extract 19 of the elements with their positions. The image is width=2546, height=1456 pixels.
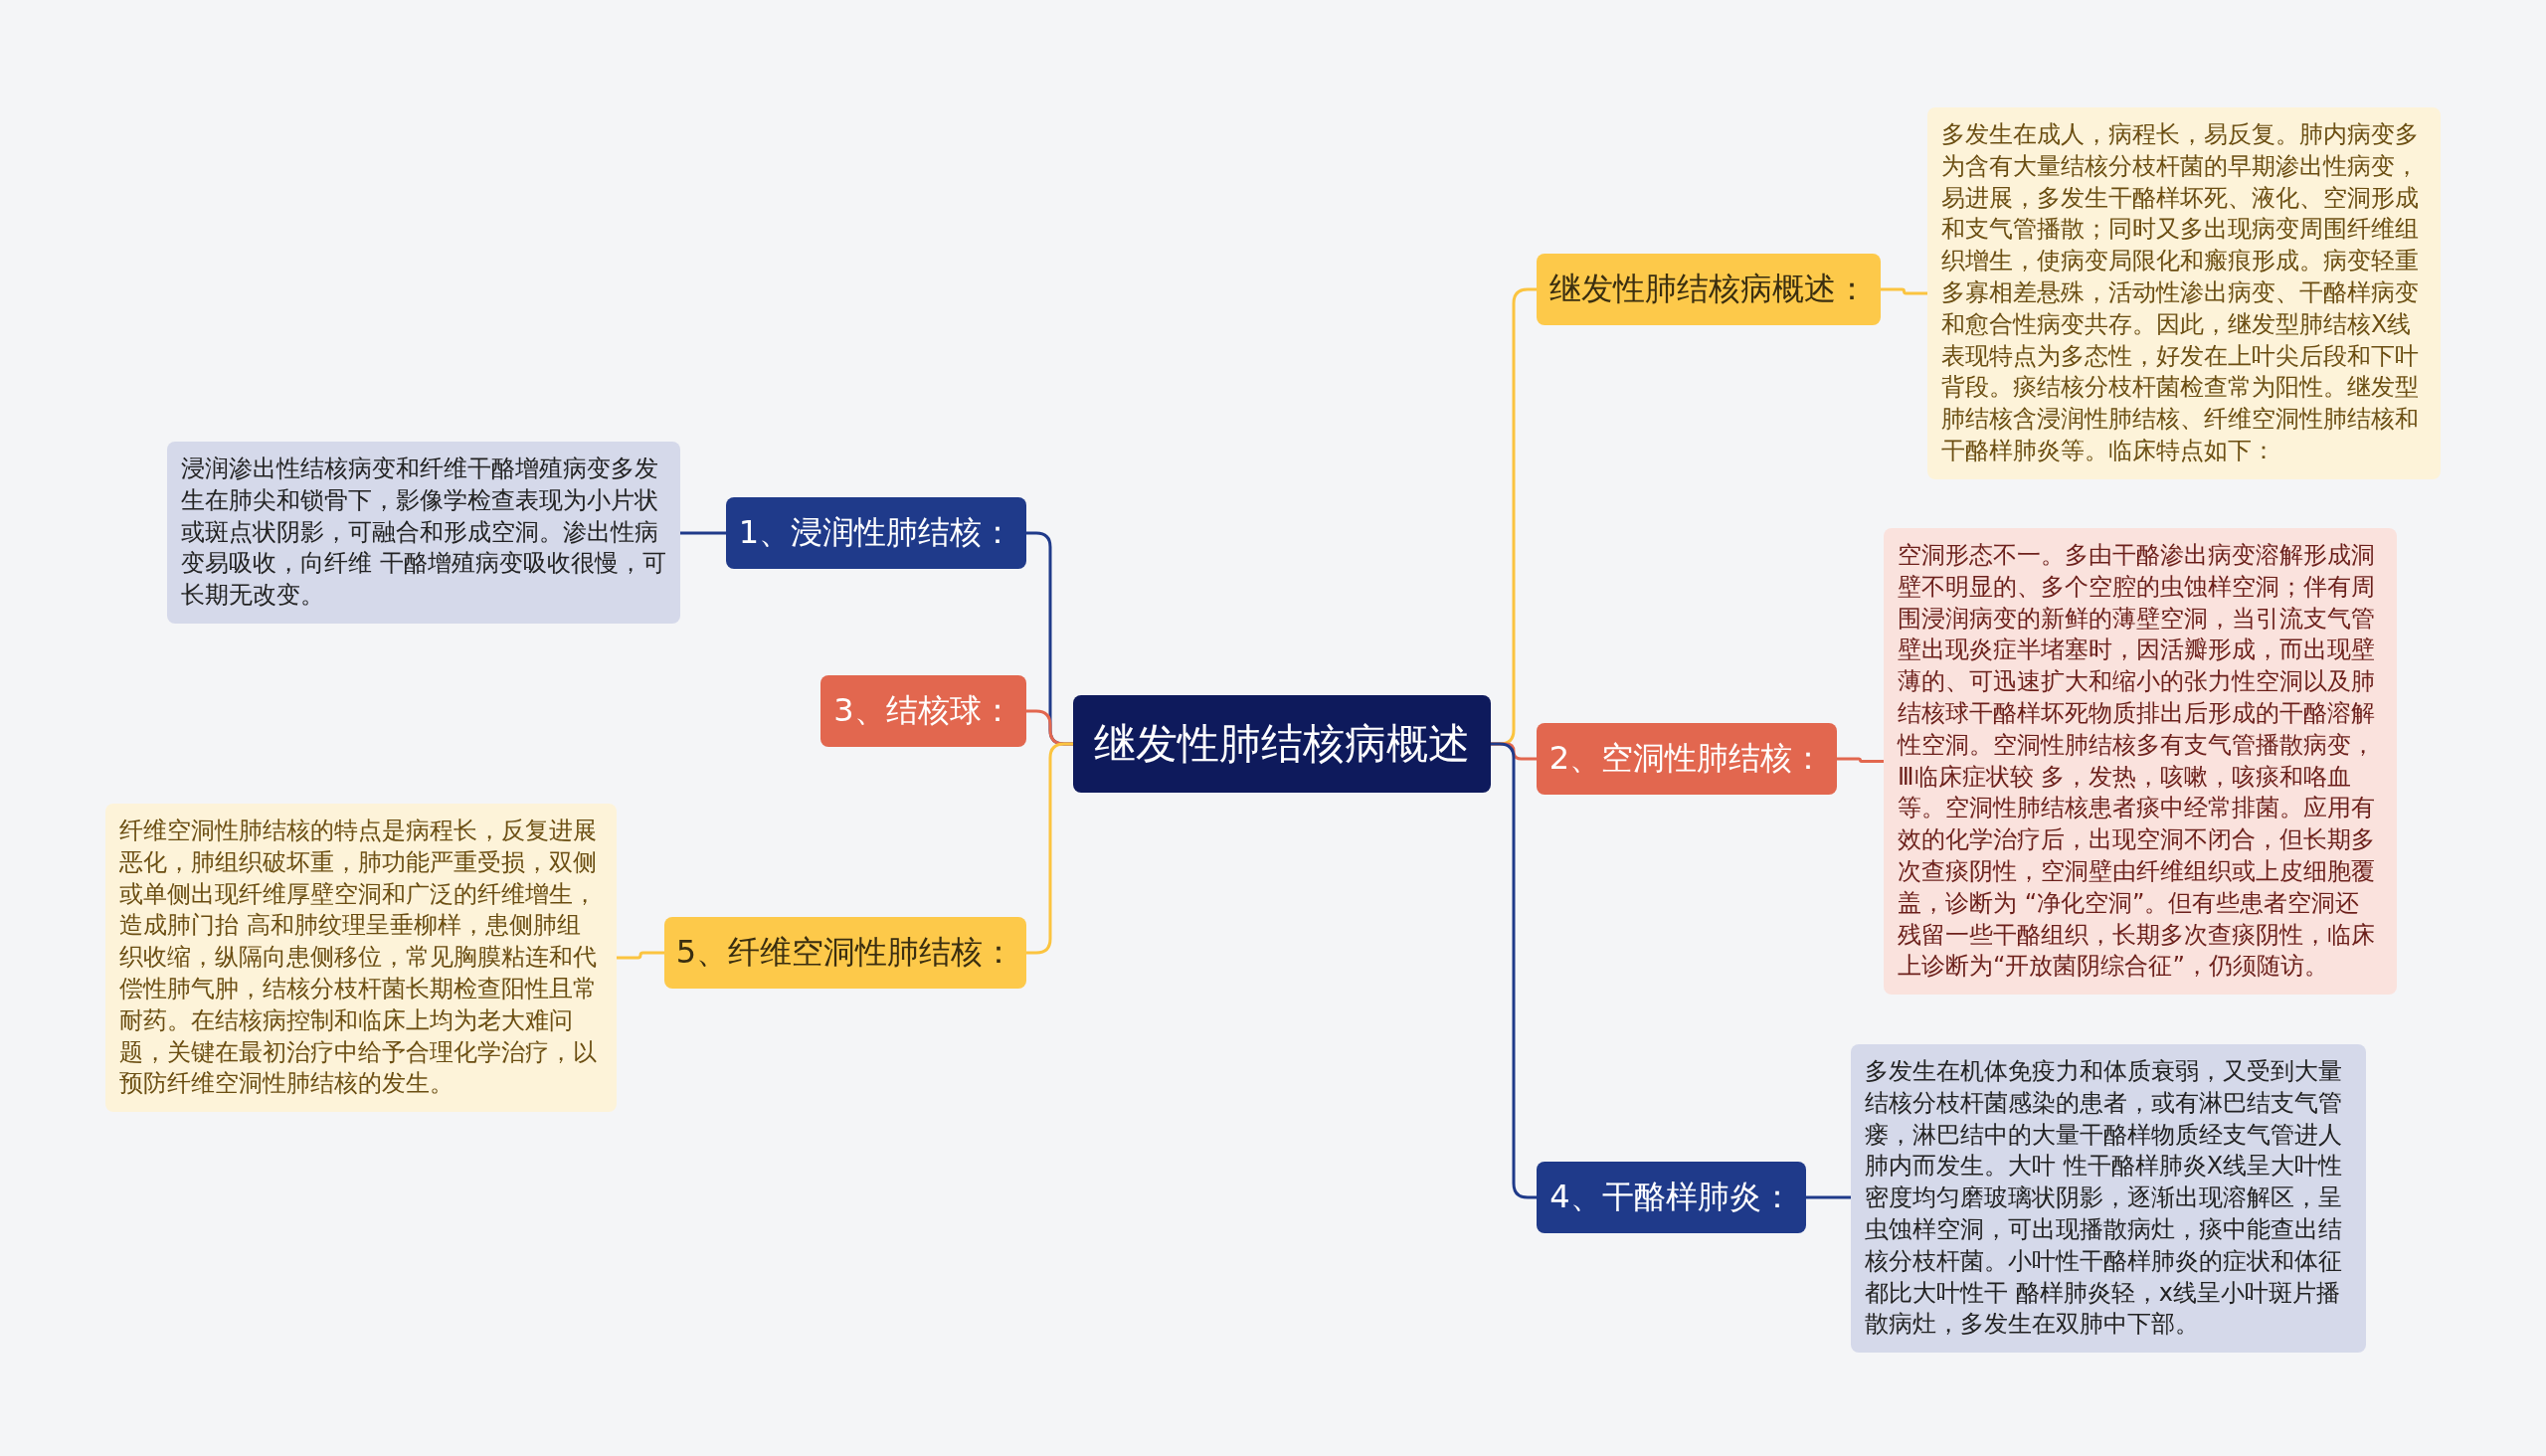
connector-line bbox=[1837, 757, 1884, 764]
connector-line bbox=[1491, 742, 1537, 1199]
topic-box: 继发性肺结核病概述： bbox=[1537, 254, 1881, 325]
topic-box: 3、结核球： bbox=[820, 675, 1026, 747]
detail-box: 纤维空洞性肺结核的特点是病程长，反复进展恶化，肺组织破坏重，肺功能严重受损，双侧或单侧出现纤维厚壁空洞和广泛的纤维增生，造成肺门抬 高和肺纹理呈垂柳样，患侧肺组织收缩，纵隔向患侧移位，常见胸膜粘连和代偿性肺气肿，结核分枝杆菌长期检查阳性且常耐药。在结核病控制和临床上均为老大难问题，关键在最初治疗中给予合理化学治疗，以预防纤维空洞性肺结核的发生。 bbox=[105, 804, 617, 1113]
topic-box: 1、浸润性肺结核： bbox=[726, 497, 1026, 569]
connector-line bbox=[617, 951, 664, 960]
connector-line bbox=[1806, 1195, 1851, 1199]
topic-box: 4、干酪样肺炎： bbox=[1537, 1162, 1806, 1233]
connector-line bbox=[1026, 742, 1073, 955]
connector-line bbox=[1881, 287, 1927, 295]
detail-box: 多发生在机体免疫力和体质衰弱，又受到大量结核分枝杆菌感染的患者，或有淋巴结支气管瘘，淋巴结中的大量干酪样物质经支气管进人肺内而发生。大叶 性干酪样肺炎X线呈大叶性密度均匀磨玻璃状阴影，逐渐出现溶解区，呈虫蚀样空洞，可出现播散病灶，痰中能查出结核分枝杆菌。小叶性干酪样肺炎的症状和体征都比大叶性干 酪样肺炎轻，x线呈小叶斑片播散病灶，多发生在双肺中下部。 bbox=[1851, 1044, 2366, 1354]
detail-box: 浸润渗出性结核病变和纤维干酪增殖病变多发生在肺尖和锁骨下，影像学检查表现为小片状或斑点状阴影，可融合和形成空洞。渗出性病变易吸收，向纤维 干酪增殖病变吸收很慢，可长期无改变。 bbox=[167, 442, 680, 624]
detail-box: 空洞形态不一。多由干酪渗出病变溶解形成洞壁不明显的、多个空腔的虫蚀样空洞；伴有周围浸润病变的新鲜的薄壁空洞，当引流支气管壁出现炎症半堵塞时，因活瓣形成，而出现壁薄的、可迅速扩大和缩小的张力性空洞以及肺结核球干酪样坏死物质排出后形成的干酪溶解性空洞。空洞性肺结核多有支气管播散病变，Ⅲ临床症状较 多，发热，咳嗽，咳痰和咯血等。空洞性肺结核患者痰中经常排菌。应用有效的化学治疗后，出现空洞不闭合，但长期多次查痰阴性，空洞壁由纤维组织或上皮细胞覆盖，诊断为 “净化空洞”。但有些患者空洞还残留一些干酪组织，长期多次查痰阴性，临床上诊断为“开放菌阴综合征”，仍须随访。 bbox=[1884, 528, 2397, 996]
detail-box: 多发生在成人，病程长，易反复。肺内病变多为含有大量结核分枝杆菌的早期渗出性病变，易进展，多发生干酪样坏死、液化、空洞形成和支气管播散；同时又多出现病变周围纤维组织增生，使病变局限化和瘢痕形成。病变轻重多寡相差悬殊，活动性渗出病变、干酪样病变和愈合性病变共存。因此，继发型肺结核X线表现特点为多态性，好发在上叶尖后段和下叶背段。痰结核分枝杆菌检查常为阳性。继发型肺结核含浸润性肺结核、纤维空洞性肺结核和干酪样肺炎等。临床特点如下： bbox=[1927, 107, 2441, 479]
central-topic-box: 继发性肺结核病概述 bbox=[1073, 695, 1491, 793]
topic-box: 5、纤维空洞性肺结核： bbox=[664, 917, 1026, 989]
connector-line bbox=[680, 531, 726, 535]
topic-box: 2、空洞性肺结核： bbox=[1537, 723, 1837, 795]
